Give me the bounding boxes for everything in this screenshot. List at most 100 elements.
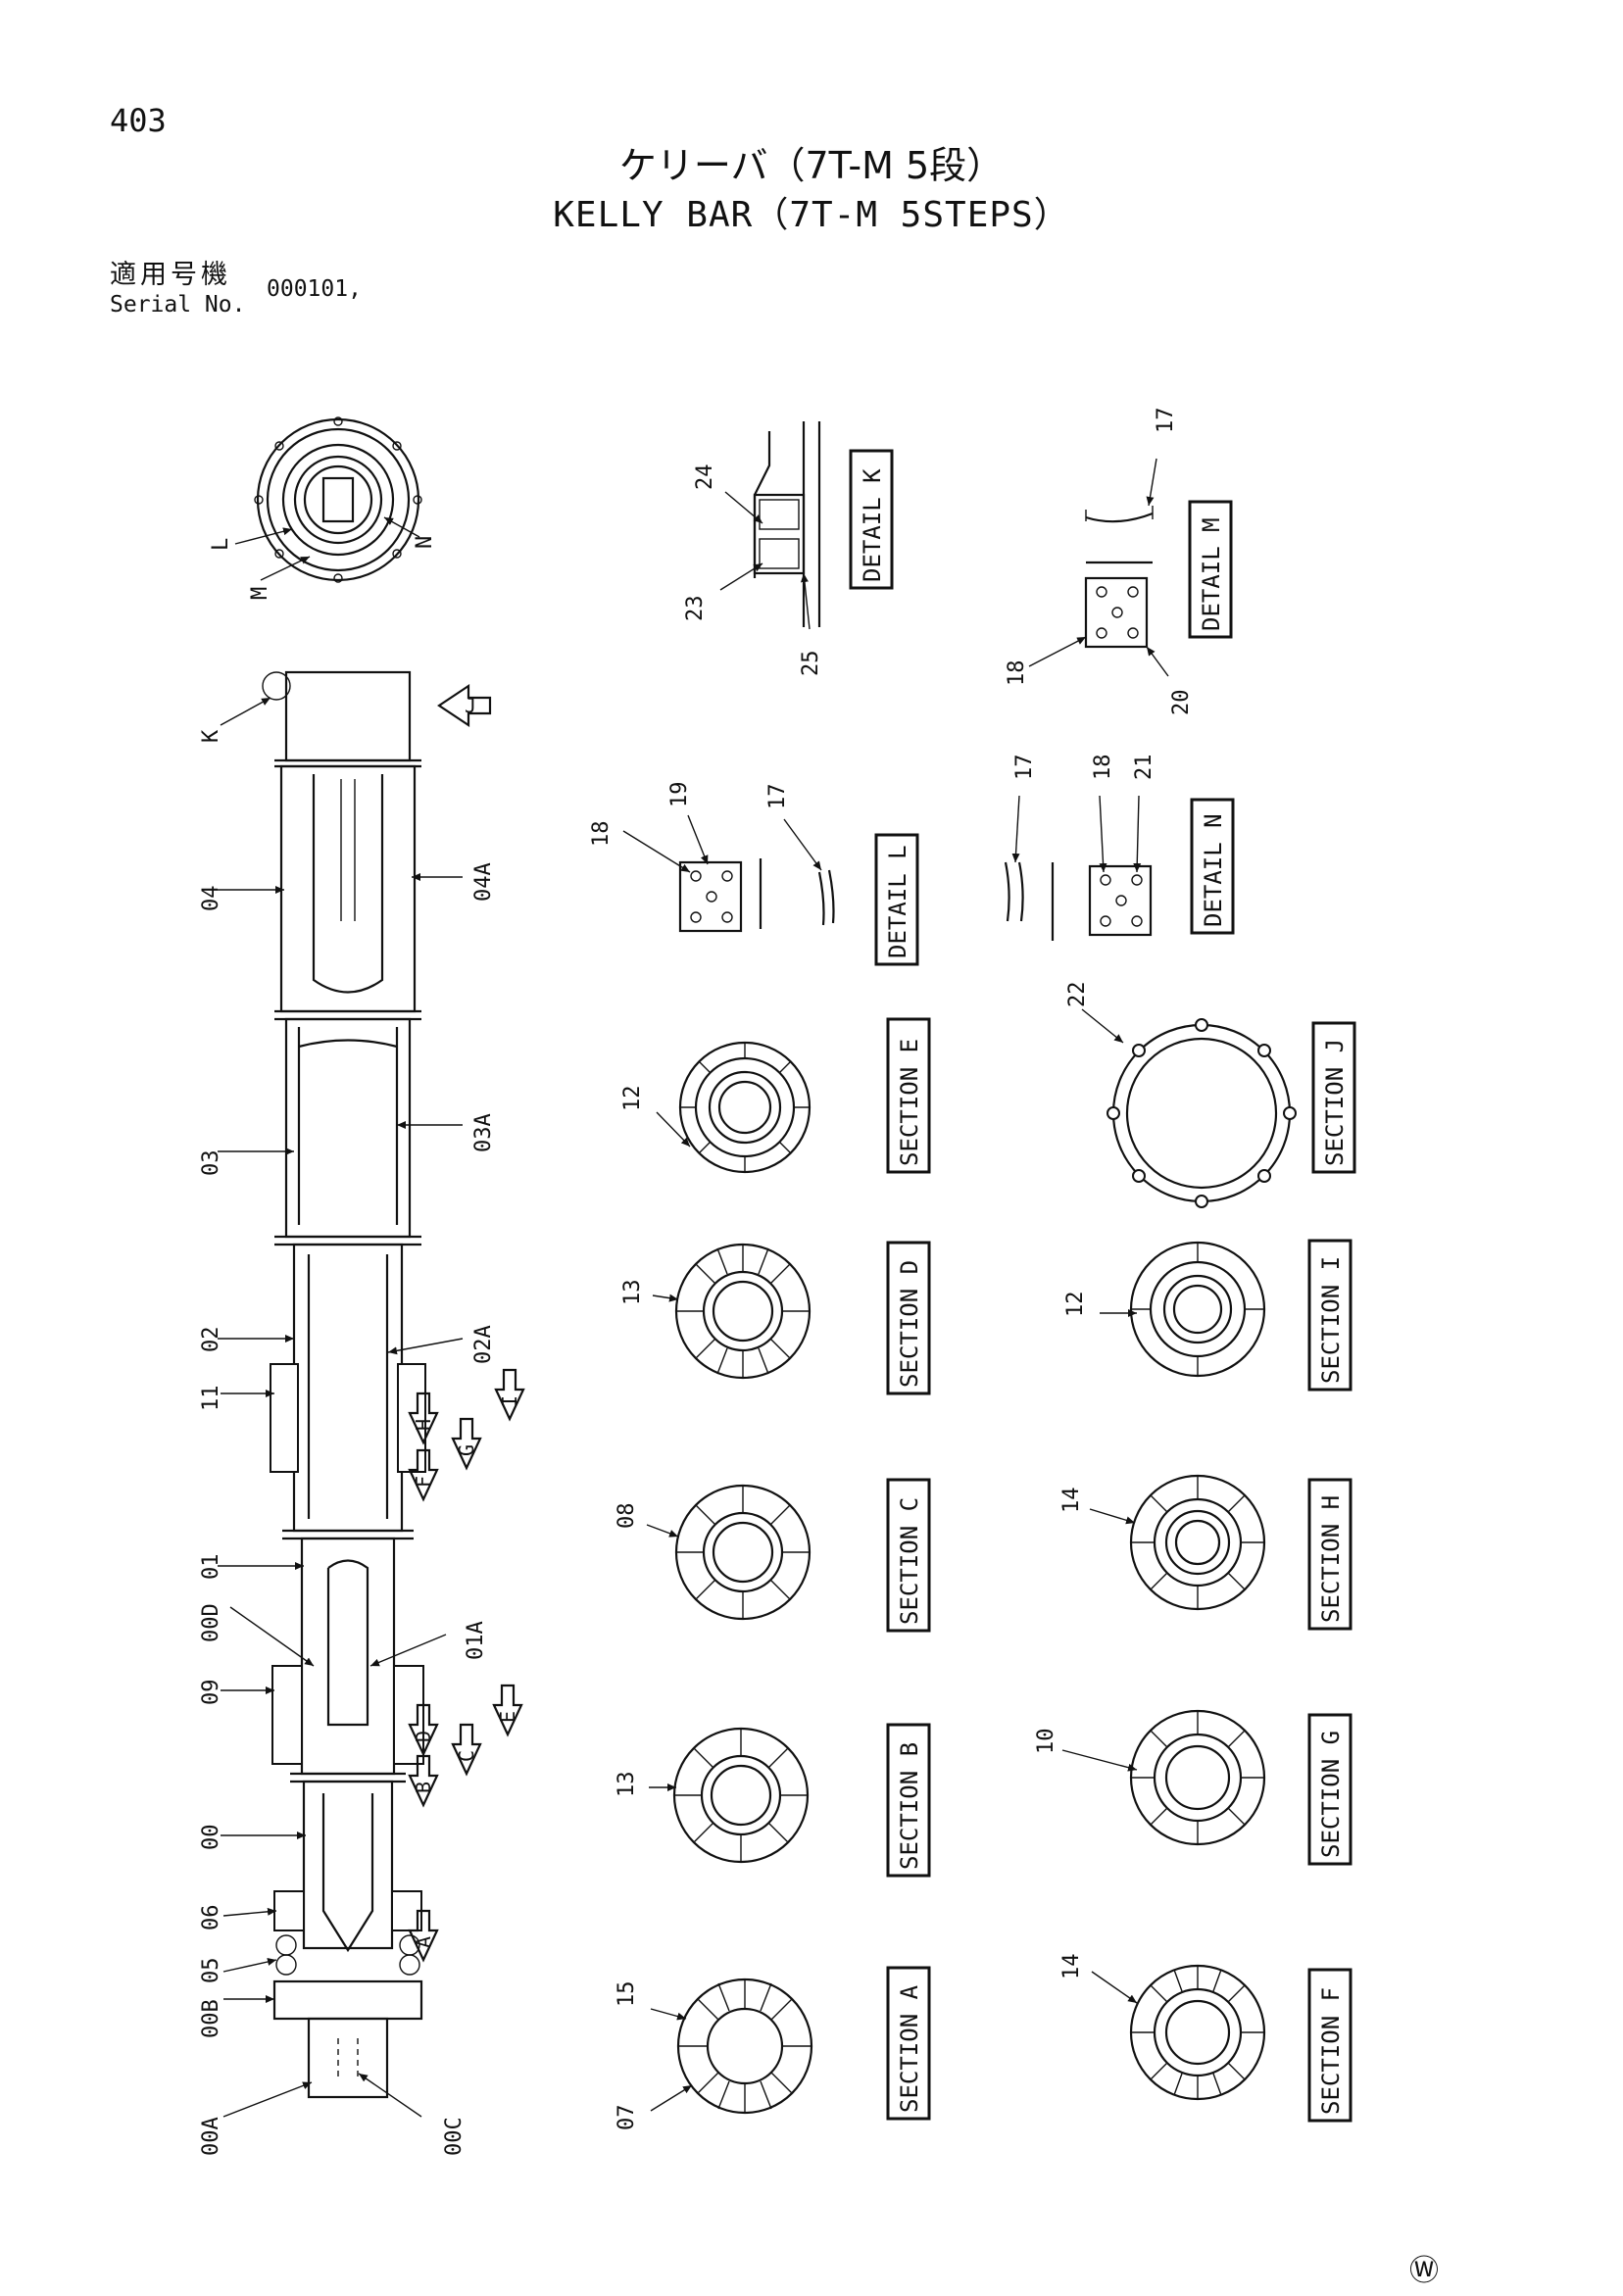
section-c: 08 SECTION C <box>615 1478 931 1633</box>
detail-k-title: DETAIL K <box>859 468 886 582</box>
svg-text:D: D <box>412 1731 435 1742</box>
svg-text:18: 18 <box>1091 755 1115 781</box>
kelly-bar-assembly: L M N K 04 04A 03 03A 02 02A 11 01 00D 0… <box>199 416 525 2156</box>
svg-text:13: 13 <box>620 1280 645 1306</box>
section-e: 12 SECTION E <box>620 1017 931 1174</box>
title-japanese: ケリーバ（7T-M 5段） <box>618 144 1005 187</box>
section-a-title: SECTION A <box>896 1984 923 2113</box>
svg-text:15: 15 <box>615 1981 639 2008</box>
view-arrow-J: J <box>437 683 492 728</box>
label-00D: 00D <box>199 1603 223 1642</box>
svg-text:24: 24 <box>693 464 717 491</box>
section-h-title: SECTION H <box>1317 1495 1345 1623</box>
label-M: M <box>248 587 272 600</box>
svg-text:21: 21 <box>1132 755 1156 781</box>
svg-text:G: G <box>455 1444 478 1456</box>
svg-text:B: B <box>412 1782 435 1793</box>
svg-text:14: 14 <box>1059 1488 1084 1514</box>
section-c-title: SECTION C <box>896 1497 923 1625</box>
detail-m-title: DETAIL M <box>1198 517 1225 631</box>
label-02: 02 <box>199 1327 223 1353</box>
view-arrow-I: I <box>494 1368 525 1422</box>
label-09: 09 <box>199 1680 223 1706</box>
svg-text:07: 07 <box>615 2105 639 2131</box>
serial-label-english: Serial No. <box>110 292 246 318</box>
svg-text:17: 17 <box>1012 755 1037 781</box>
svg-text:18: 18 <box>589 821 614 848</box>
svg-text:20: 20 <box>1169 690 1194 716</box>
top-view-flange <box>234 416 422 583</box>
view-direction-arrows: J I H G F E D <box>408 683 525 1963</box>
section-a: 15 07 SECTION A <box>615 1966 931 2131</box>
telescopic-bar-body <box>262 670 426 2099</box>
section-j: 22 SECTION J <box>1065 982 1356 1208</box>
serial-number-value: 000101, <box>267 276 362 302</box>
label-01A: 01A <box>464 1621 488 1660</box>
label-N: N <box>413 536 437 549</box>
view-arrow-G: G <box>451 1417 482 1471</box>
svg-text:13: 13 <box>615 1772 639 1798</box>
section-e-title: SECTION E <box>896 1039 923 1166</box>
view-arrow-B: B <box>408 1754 439 1808</box>
section-g-title: SECTION G <box>1317 1731 1345 1858</box>
svg-text:F: F <box>412 1476 435 1488</box>
label-00: 00 <box>199 1825 223 1851</box>
section-g: 10 SECTION G <box>1034 1709 1352 1866</box>
view-arrow-E: E <box>492 1684 523 1737</box>
svg-text:14: 14 <box>1059 1954 1084 1980</box>
section-j-title: SECTION J <box>1321 1039 1349 1166</box>
view-arrow-A: A <box>408 1909 439 1963</box>
svg-text:22: 22 <box>1065 982 1090 1008</box>
svg-text:J: J <box>465 694 476 717</box>
view-arrow-H: H <box>408 1392 439 1445</box>
label-06: 06 <box>199 1905 223 1931</box>
main-leader-lines <box>218 697 464 2118</box>
section-f: 14 SECTION F <box>1059 1954 1352 2123</box>
page-number: 403 <box>110 102 167 139</box>
view-arrow-F: F <box>408 1448 439 1502</box>
section-d: 13 SECTION D <box>620 1241 931 1395</box>
detail-k: 24 23 25 DETAIL K <box>683 421 894 677</box>
label-L: L <box>209 538 233 551</box>
label-03A: 03A <box>471 1113 496 1152</box>
label-04: 04 <box>199 886 223 912</box>
section-b: 13 SECTION B <box>615 1723 931 1878</box>
label-03: 03 <box>199 1150 223 1177</box>
svg-text:12: 12 <box>1063 1292 1088 1318</box>
svg-text:12: 12 <box>620 1086 645 1112</box>
label-00B: 00B <box>199 1999 223 2038</box>
svg-text:08: 08 <box>615 1503 639 1530</box>
svg-text:10: 10 <box>1034 1729 1058 1755</box>
svg-text:E: E <box>496 1711 519 1723</box>
svg-text:23: 23 <box>683 596 708 622</box>
detail-m: 17 18 20 DETAIL M <box>1005 408 1233 716</box>
section-i-title: SECTION I <box>1317 1256 1345 1384</box>
detail-n: 17 18 21 DETAIL N <box>1004 755 1235 941</box>
title-english: KELLY BAR（7T-M 5STEPS） <box>553 195 1070 235</box>
svg-text:I: I <box>498 1395 521 1407</box>
svg-text:19: 19 <box>667 782 692 808</box>
label-11: 11 <box>199 1386 223 1412</box>
section-b-title: SECTION B <box>896 1742 923 1870</box>
section-h: 14 SECTION H <box>1059 1474 1352 1631</box>
detail-n-title: DETAIL N <box>1200 813 1227 927</box>
label-00A: 00A <box>199 2117 223 2156</box>
label-00C: 00C <box>442 2117 467 2156</box>
section-i: 12 SECTION I <box>1063 1239 1352 1392</box>
svg-text:25: 25 <box>799 651 823 677</box>
label-04A: 04A <box>471 862 496 902</box>
detail-l-title: DETAIL L <box>884 845 911 958</box>
svg-text:17: 17 <box>765 784 790 810</box>
footer-mark: Ⓦ <box>1409 2254 1439 2288</box>
main-part-labels: L M N K 04 04A 03 03A 02 02A 11 01 00D 0… <box>199 536 496 2156</box>
label-K: K <box>199 729 223 743</box>
detail-l: 18 19 17 DETAIL L <box>589 782 919 966</box>
section-d-title: SECTION D <box>896 1260 923 1388</box>
svg-text:18: 18 <box>1005 660 1029 687</box>
svg-text:H: H <box>412 1419 435 1431</box>
svg-text:C: C <box>455 1750 478 1762</box>
svg-text:17: 17 <box>1154 408 1178 434</box>
view-arrow-C: C <box>451 1723 482 1777</box>
label-05: 05 <box>199 1958 223 1984</box>
